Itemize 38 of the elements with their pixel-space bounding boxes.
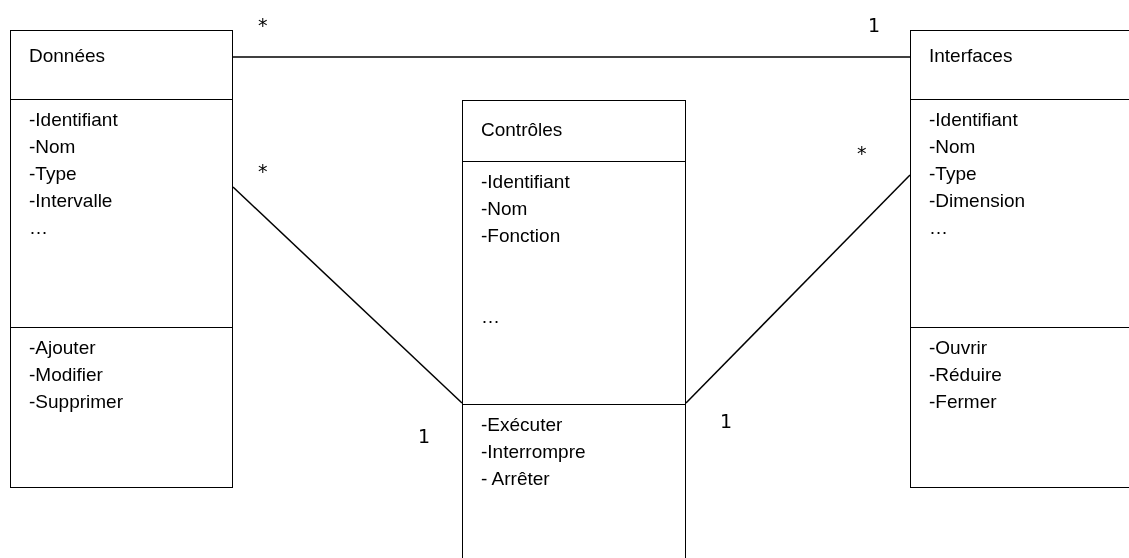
member-text: -Nom — [29, 135, 76, 159]
member-text: -Type — [29, 162, 77, 186]
member-text: -Fonction — [481, 224, 561, 248]
member-text: -Dimension — [929, 189, 1026, 213]
member-text: -Interrompre — [481, 440, 586, 464]
member-text: -Identifiant — [29, 108, 118, 132]
member-text: … — [929, 216, 948, 240]
member-text: -Intervalle — [29, 189, 113, 213]
class-name: Contrôles — [481, 119, 563, 141]
member-text: -Ouvrir — [929, 336, 988, 360]
class-box — [10, 30, 233, 488]
member-text: -Ajouter — [29, 336, 96, 360]
association-line — [232, 56, 911, 58]
multiplicity-label: * — [258, 14, 268, 36]
multiplicity-label: * — [857, 142, 867, 164]
member-text: -Supprimer — [29, 390, 123, 414]
member-text: -Type — [929, 162, 977, 186]
class-box — [462, 100, 686, 558]
class-name: Données — [29, 45, 106, 67]
member-text: -Nom — [929, 135, 976, 159]
member-text: … — [481, 305, 500, 329]
multiplicity-label: * — [258, 160, 268, 182]
member-text: -Réduire — [929, 363, 1002, 387]
multiplicity-label: 1 — [418, 425, 431, 447]
association-line — [685, 174, 911, 404]
class-box — [910, 30, 1129, 488]
member-text: … — [29, 216, 48, 240]
member-text: -Identifiant — [481, 170, 570, 194]
class-name: Interfaces — [929, 45, 1013, 67]
member-text: -Identifiant — [929, 108, 1018, 132]
association-line — [232, 186, 463, 404]
multiplicity-label: 1 — [720, 410, 733, 432]
multiplicity-label: 1 — [868, 14, 881, 36]
member-text: -Nom — [481, 197, 528, 221]
member-text: -Fermer — [929, 390, 997, 414]
member-text: -Modifier — [29, 363, 103, 387]
member-text: -Exécuter — [481, 413, 563, 437]
member-text: - Arrêter — [481, 467, 550, 491]
